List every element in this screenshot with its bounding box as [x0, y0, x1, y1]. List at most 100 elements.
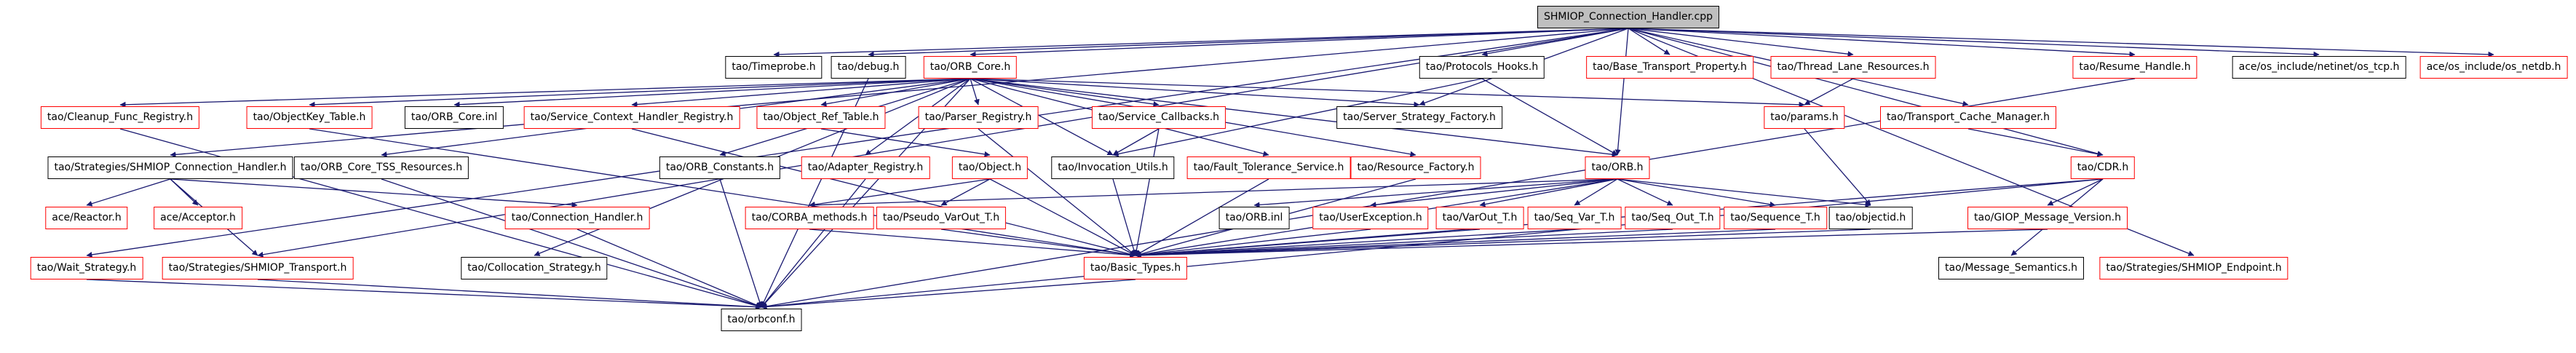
graph-node-objectkey_table[interactable]: tao/ObjectKey_Table.h: [246, 106, 373, 129]
graph-edge-orb_h--seq_var_t: [1574, 178, 1618, 206]
graph-node-shmiop_transport[interactable]: tao/Strategies/SHMIOP_Transport.h: [162, 257, 354, 279]
graph-edge-shmiop_transport--orbconf: [257, 279, 762, 310]
graph-edge-fault_tolerance_service--basic_types: [1135, 178, 1269, 256]
graph-edge-cdr--giop_message_version: [2047, 178, 2104, 206]
graph-edge-orb_core--service_callbacks: [970, 78, 1160, 107]
graph-node-server_strategy_factory[interactable]: tao/Server_Strategy_Factory.h: [1336, 106, 1502, 129]
graph-edge-orb_core_tss_resources--orbconf: [381, 178, 762, 309]
graph-node-debug[interactable]: tao/debug.h: [831, 56, 906, 79]
graph-edge-basic_types--orbconf: [761, 279, 1136, 310]
graph-node-ace_reactor[interactable]: ace/Reactor.h: [45, 207, 128, 229]
graph-node-corba_methods[interactable]: tao/CORBA_methods.h: [745, 207, 874, 229]
graph-edge-adapter_registry--orbconf: [761, 178, 866, 308]
graph-edge-orb_core--parser_registry: [970, 78, 980, 106]
graph-node-orbconf[interactable]: tao/orbconf.h: [721, 309, 802, 331]
graph-edge-sequence_t--basic_types: [1135, 229, 1776, 258]
graph-edge-cpp--shmiop_connection_handler_h: [170, 28, 1629, 158]
graph-node-shmiop_connection_handler_h[interactable]: tao/Strategies/SHMIOP_Connection_Handler…: [47, 156, 293, 179]
graph-edge-orb_core--orb_h: [970, 78, 1618, 158]
graph-edge-cpp--base_transport_property: [1628, 28, 1671, 55]
graph-node-params[interactable]: tao/params.h: [1764, 106, 1845, 129]
graph-edge-orb_h--seq_out_t: [1617, 178, 1673, 206]
graph-edge-orb_h--orb_inl: [1253, 178, 1618, 208]
graph-node-base_transport_property[interactable]: tao/Base_Transport_Property.h: [1586, 56, 1753, 79]
graph-node-ace_acceptor[interactable]: ace/Acceptor.h: [154, 207, 242, 229]
graph-edge-objectkey_table--basic_types: [309, 128, 1136, 258]
graph-node-invocation_utils[interactable]: tao/Invocation_Utils.h: [1051, 156, 1175, 179]
graph-edge-orb_h--varout_t: [1479, 178, 1618, 207]
graph-edge-invocation_utils--basic_types: [1112, 178, 1137, 256]
graph-node-seq_out_t[interactable]: tao/Seq_Out_T.h: [1625, 207, 1721, 229]
graph-node-message_semantics[interactable]: tao/Message_Semantics.h: [1938, 257, 2084, 279]
graph-node-orb_h[interactable]: tao/ORB.h: [1585, 156, 1650, 179]
graph-node-service_callbacks[interactable]: tao/Service_Callbacks.h: [1091, 106, 1226, 129]
graph-edge-orb_h--userexception: [1370, 178, 1618, 208]
graph-edge-cpp--timeprobe: [773, 28, 1629, 57]
graph-edge-orb_core--adapter_registry: [865, 78, 971, 156]
graph-node-seq_var_t[interactable]: tao/Seq_Var_T.h: [1527, 207, 1622, 229]
graph-edge-shmiop_connection_handler_h--ace_reactor: [86, 178, 171, 207]
graph-edge-object_ref_table--object_h: [820, 128, 991, 157]
graph-edge-orb_core--params: [970, 78, 1805, 108]
graph-edge-cpp--shmiop_transport: [257, 28, 1629, 258]
graph-node-wait_strategy[interactable]: tao/Wait_Strategy.h: [30, 257, 143, 279]
graph-node-shmiop_endpoint[interactable]: tao/Strategies/SHMIOP_Endpoint.h: [2099, 257, 2288, 279]
graph-edge-shmiop_connection_handler_h--connection_handler: [170, 178, 578, 208]
graph-node-basic_types[interactable]: tao/Basic_Types.h: [1083, 257, 1188, 279]
graph-edge-orb_core--invocation_utils: [970, 78, 1114, 156]
graph-edge-orb_core--server_strategy_factory: [970, 78, 1420, 108]
graph-node-orb_inl[interactable]: tao/ORB.inl: [1218, 207, 1290, 229]
graph-node-protocols_hooks[interactable]: tao/Protocols_Hooks.h: [1419, 56, 1545, 79]
graph-node-transport_cache_manager[interactable]: tao/Transport_Cache_Manager.h: [1880, 106, 2056, 129]
graph-edge-cpp--debug: [868, 28, 1629, 57]
graph-edge-service_callbacks--invocation_utils: [1112, 128, 1160, 156]
graph-edge-orb_h--objectid: [1617, 178, 1871, 208]
graph-node-varout_t[interactable]: tao/VarOut_T.h: [1435, 207, 1524, 229]
graph-node-adapter_registry[interactable]: tao/Adapter_Registry.h: [801, 156, 930, 179]
graph-edge-cpp--os_tcp: [1628, 28, 2320, 57]
graph-edge-cpp--os_netdb: [1628, 28, 2494, 57]
graph-edge-orb_core--orb_core_inl: [453, 78, 971, 108]
graph-node-parser_registry[interactable]: tao/Parser_Registry.h: [918, 106, 1039, 129]
graph-node-cpp: SHMIOP_Connection_Handler.cpp: [1537, 6, 1720, 28]
graph-node-orb_core_tss_resources[interactable]: tao/ORB_Core_TSS_Resources.h: [293, 156, 469, 179]
graph-edge-userexception--basic_types: [1135, 229, 1371, 258]
graph-node-resume_handle[interactable]: tao/Resume_Handle.h: [2072, 56, 2197, 79]
graph-node-timeprobe[interactable]: tao/Timeprobe.h: [725, 56, 823, 79]
graph-node-orb_core[interactable]: tao/ORB_Core.h: [923, 56, 1018, 79]
graph-edge-protocols_hooks--orb_h: [1481, 78, 1618, 156]
graph-edge-cpp--resume_handle: [1628, 28, 2136, 57]
graph-node-os_netdb[interactable]: ace/os_include/os_netdb.h: [2420, 56, 2568, 79]
graph-edge-seq_out_t--basic_types: [1135, 229, 1673, 258]
graph-node-resource_factory[interactable]: tao/Resource_Factory.h: [1350, 156, 1481, 179]
graph-node-collocation_strategy[interactable]: tao/Collocation_Strategy.h: [461, 257, 608, 279]
graph-node-service_context_handler_registry[interactable]: tao/Service_Context_Handler_Registry.h: [523, 106, 740, 129]
graph-edge-giop_message_version--basic_types: [1135, 229, 2048, 258]
graph-node-cleanup_func_registry[interactable]: tao/Cleanup_Func_Registry.h: [40, 106, 200, 129]
graph-edge-orb_core--cleanup_func_registry: [119, 78, 971, 108]
graph-edge-orb_h--sequence_t: [1617, 178, 1776, 207]
graph-edge-orb_constants--orbconf: [719, 178, 763, 308]
graph-node-objectid[interactable]: tao/objectid.h: [1828, 207, 1913, 229]
graph-edge-parser_registry--basic_types: [978, 128, 1136, 256]
graph-edge-wait_strategy--orbconf: [86, 279, 762, 310]
graph-node-connection_handler[interactable]: tao/Connection_Handler.h: [504, 207, 650, 229]
graph-node-fault_tolerance_service[interactable]: tao/Fault_Tolerance_Service.h: [1186, 156, 1351, 179]
graph-node-object_ref_table[interactable]: tao/Object_Ref_Table.h: [756, 106, 886, 129]
graph-node-thread_lane_resources[interactable]: tao/Thread_Lane_Resources.h: [1770, 56, 1936, 79]
graph-edge-cpp--cdr: [1628, 28, 2104, 156]
graph-node-os_tcp[interactable]: ace/os_include/netinet/os_tcp.h: [2232, 56, 2406, 79]
graph-edge-params--objectid: [1804, 128, 1871, 206]
graph-node-userexception[interactable]: tao/UserException.h: [1312, 207, 1429, 229]
graph-edge-corba_methods--basic_types: [809, 229, 1136, 258]
graph-edge-object_h--basic_types: [989, 178, 1136, 256]
graph-node-pseudo_varout[interactable]: tao/Pseudo_VarOut_T.h: [876, 207, 1007, 229]
graph-node-cdr[interactable]: tao/CDR.h: [2070, 156, 2136, 179]
graph-node-orb_constants[interactable]: tao/ORB_Constants.h: [659, 156, 781, 179]
graph-node-sequence_t[interactable]: tao/Sequence_T.h: [1724, 207, 1827, 229]
graph-node-giop_message_version[interactable]: tao/GIOP_Message_Version.h: [1967, 207, 2128, 229]
graph-node-orb_core_inl[interactable]: tao/ORB_Core.inl: [404, 106, 504, 129]
graph-node-object_h[interactable]: tao/Object.h: [951, 156, 1029, 179]
graph-edge-service_context_handler_registry--basic_types: [631, 128, 1136, 258]
